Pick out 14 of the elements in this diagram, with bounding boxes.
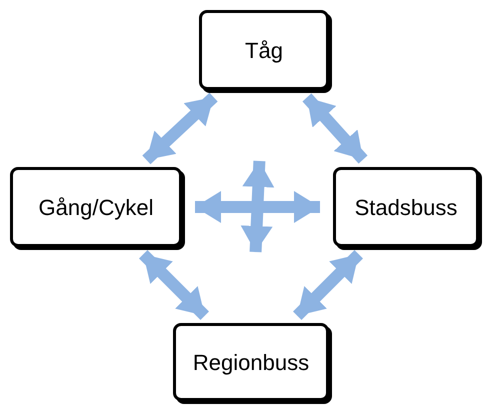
node-label: Stadsbuss [354,194,458,222]
node-box [333,167,479,247]
double-arrow [302,93,368,164]
node-box [173,323,329,401]
node-box [10,167,182,247]
double-arrow [142,92,218,164]
double-arrow [293,250,363,320]
double-arrow [139,250,209,320]
double-arrow [240,160,274,252]
node-label: Regionbuss [192,348,310,377]
node-box [199,10,329,90]
double-arrow [195,191,320,223]
node-label: Tåg [245,36,283,65]
node-label: Gång/Cykel [38,194,154,222]
